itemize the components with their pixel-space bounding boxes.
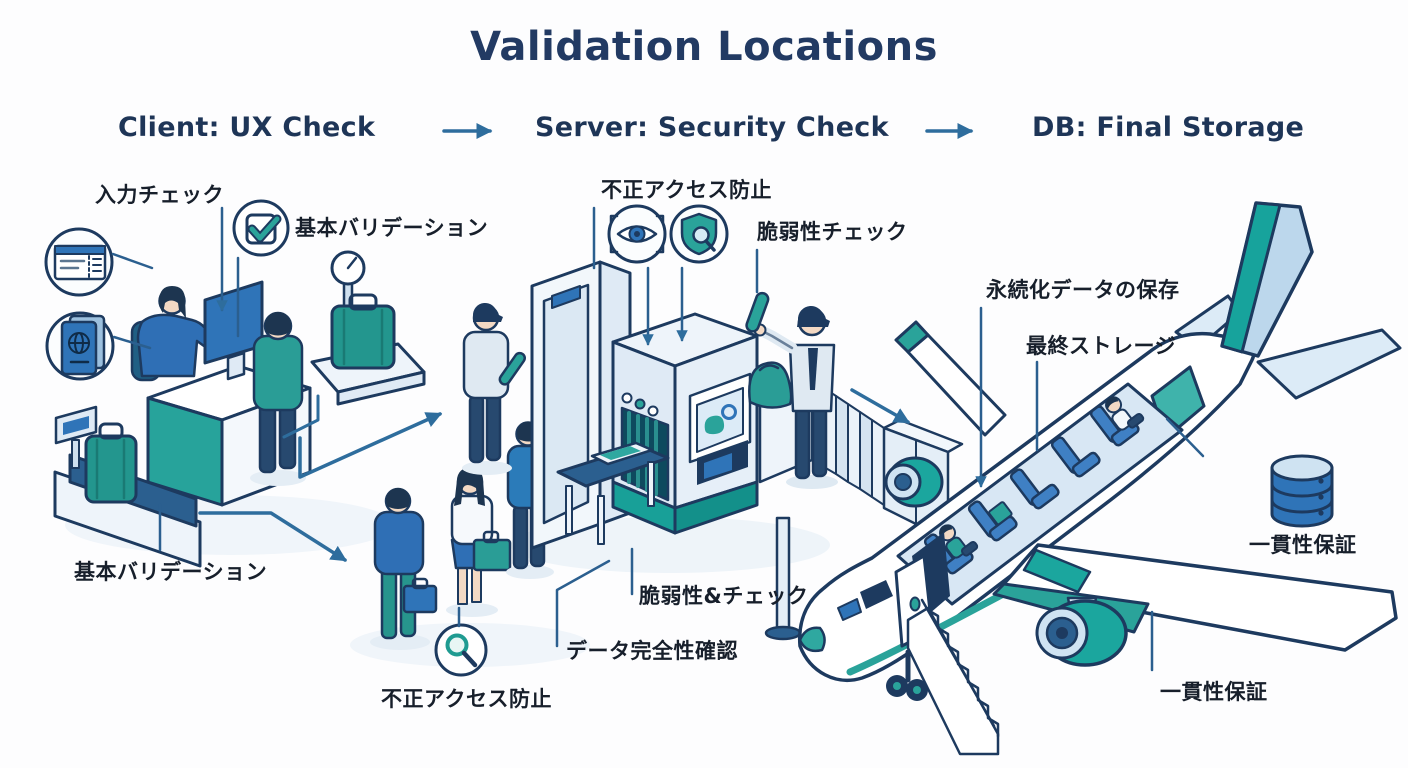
queue-man-1 [370,487,438,650]
magnifier-icon [434,623,488,677]
label-basic-validation-2: 基本バリデーション [74,560,268,584]
label-access-prevention-2: 不正アクセス防止 [381,687,552,711]
stage-server: Server: Security Check [535,112,889,143]
queue-woman [446,467,512,617]
near-engine [1035,596,1128,667]
checkin-traveler [250,311,306,486]
leader-lines [111,206,1205,672]
label-consistency: 一貫性保証 [1249,533,1357,557]
airplane-scene [797,201,1402,756]
landing-gear [886,649,928,701]
leader-ticket [111,252,154,270]
label-access-prevention: 不正アクセス防止 [601,178,772,202]
checkin-conveyor [53,405,202,568]
leader-data-integrity [555,559,611,648]
label-basic-validation: 基本バリデーション [295,216,489,240]
luggage-scale [310,250,426,406]
leader-consistency [1165,417,1205,458]
label-input-check: 入力チェック [95,183,224,207]
stairs [906,598,1000,756]
label-vulnerability-check: 脆弱性チェック [757,220,908,244]
label-consistency-2: 一貫性保証 [1160,680,1268,704]
leader-passport [112,335,152,350]
annotation-icons [44,199,1334,677]
bridge-pillar [775,516,791,632]
cabin-cutaway [896,382,1184,606]
gate-officer [462,302,527,475]
tail-fin [1220,201,1314,358]
handheld-wand [745,291,770,333]
suitcase-on-scale [330,304,396,370]
eye-scan-icon [607,204,667,264]
feed-table [556,441,670,545]
backpack [748,361,793,409]
briefcase-teal [472,538,512,572]
flow-connectors [198,122,974,562]
security-scene [462,260,964,641]
security-wand [498,351,527,386]
far-wing [906,333,1007,437]
connector-desk-to-security [298,412,443,479]
label-persisted-data: 永続化データの保存 [986,278,1180,302]
connector-scale-branch [282,394,320,439]
label-final-storage: 最終ストレージ [1026,334,1177,358]
xray-machine [611,312,759,535]
label-vuln-amp-check: 脆弱性&チェック [639,584,809,608]
checkin-scene [53,250,426,568]
shield-search-icon [669,204,729,264]
passport-icon [45,311,115,381]
briefcase-blue [402,584,438,614]
far-engine [884,456,944,508]
wand-officer [745,291,838,489]
stage-client: Client: UX Check [118,112,376,143]
passenger-queue [370,421,559,650]
checkmark-icon [232,199,290,257]
connector-checkin-to-queue [198,511,348,562]
xray-monitor [688,372,752,464]
label-data-integrity: データ完全性確認 [566,639,738,663]
suitcase-on-belt [84,422,138,504]
database-icon [1270,454,1334,528]
stage-db: DB: Final Storage [1032,112,1305,143]
ticket-icon [44,227,114,297]
cabin-cargo-box [988,501,1013,526]
checkin-agent [130,286,221,382]
cockpit [798,580,893,653]
right-stabilizer [1256,328,1402,400]
connector-security-to-plane [850,388,911,424]
page-title: Validation Locations [470,24,938,70]
